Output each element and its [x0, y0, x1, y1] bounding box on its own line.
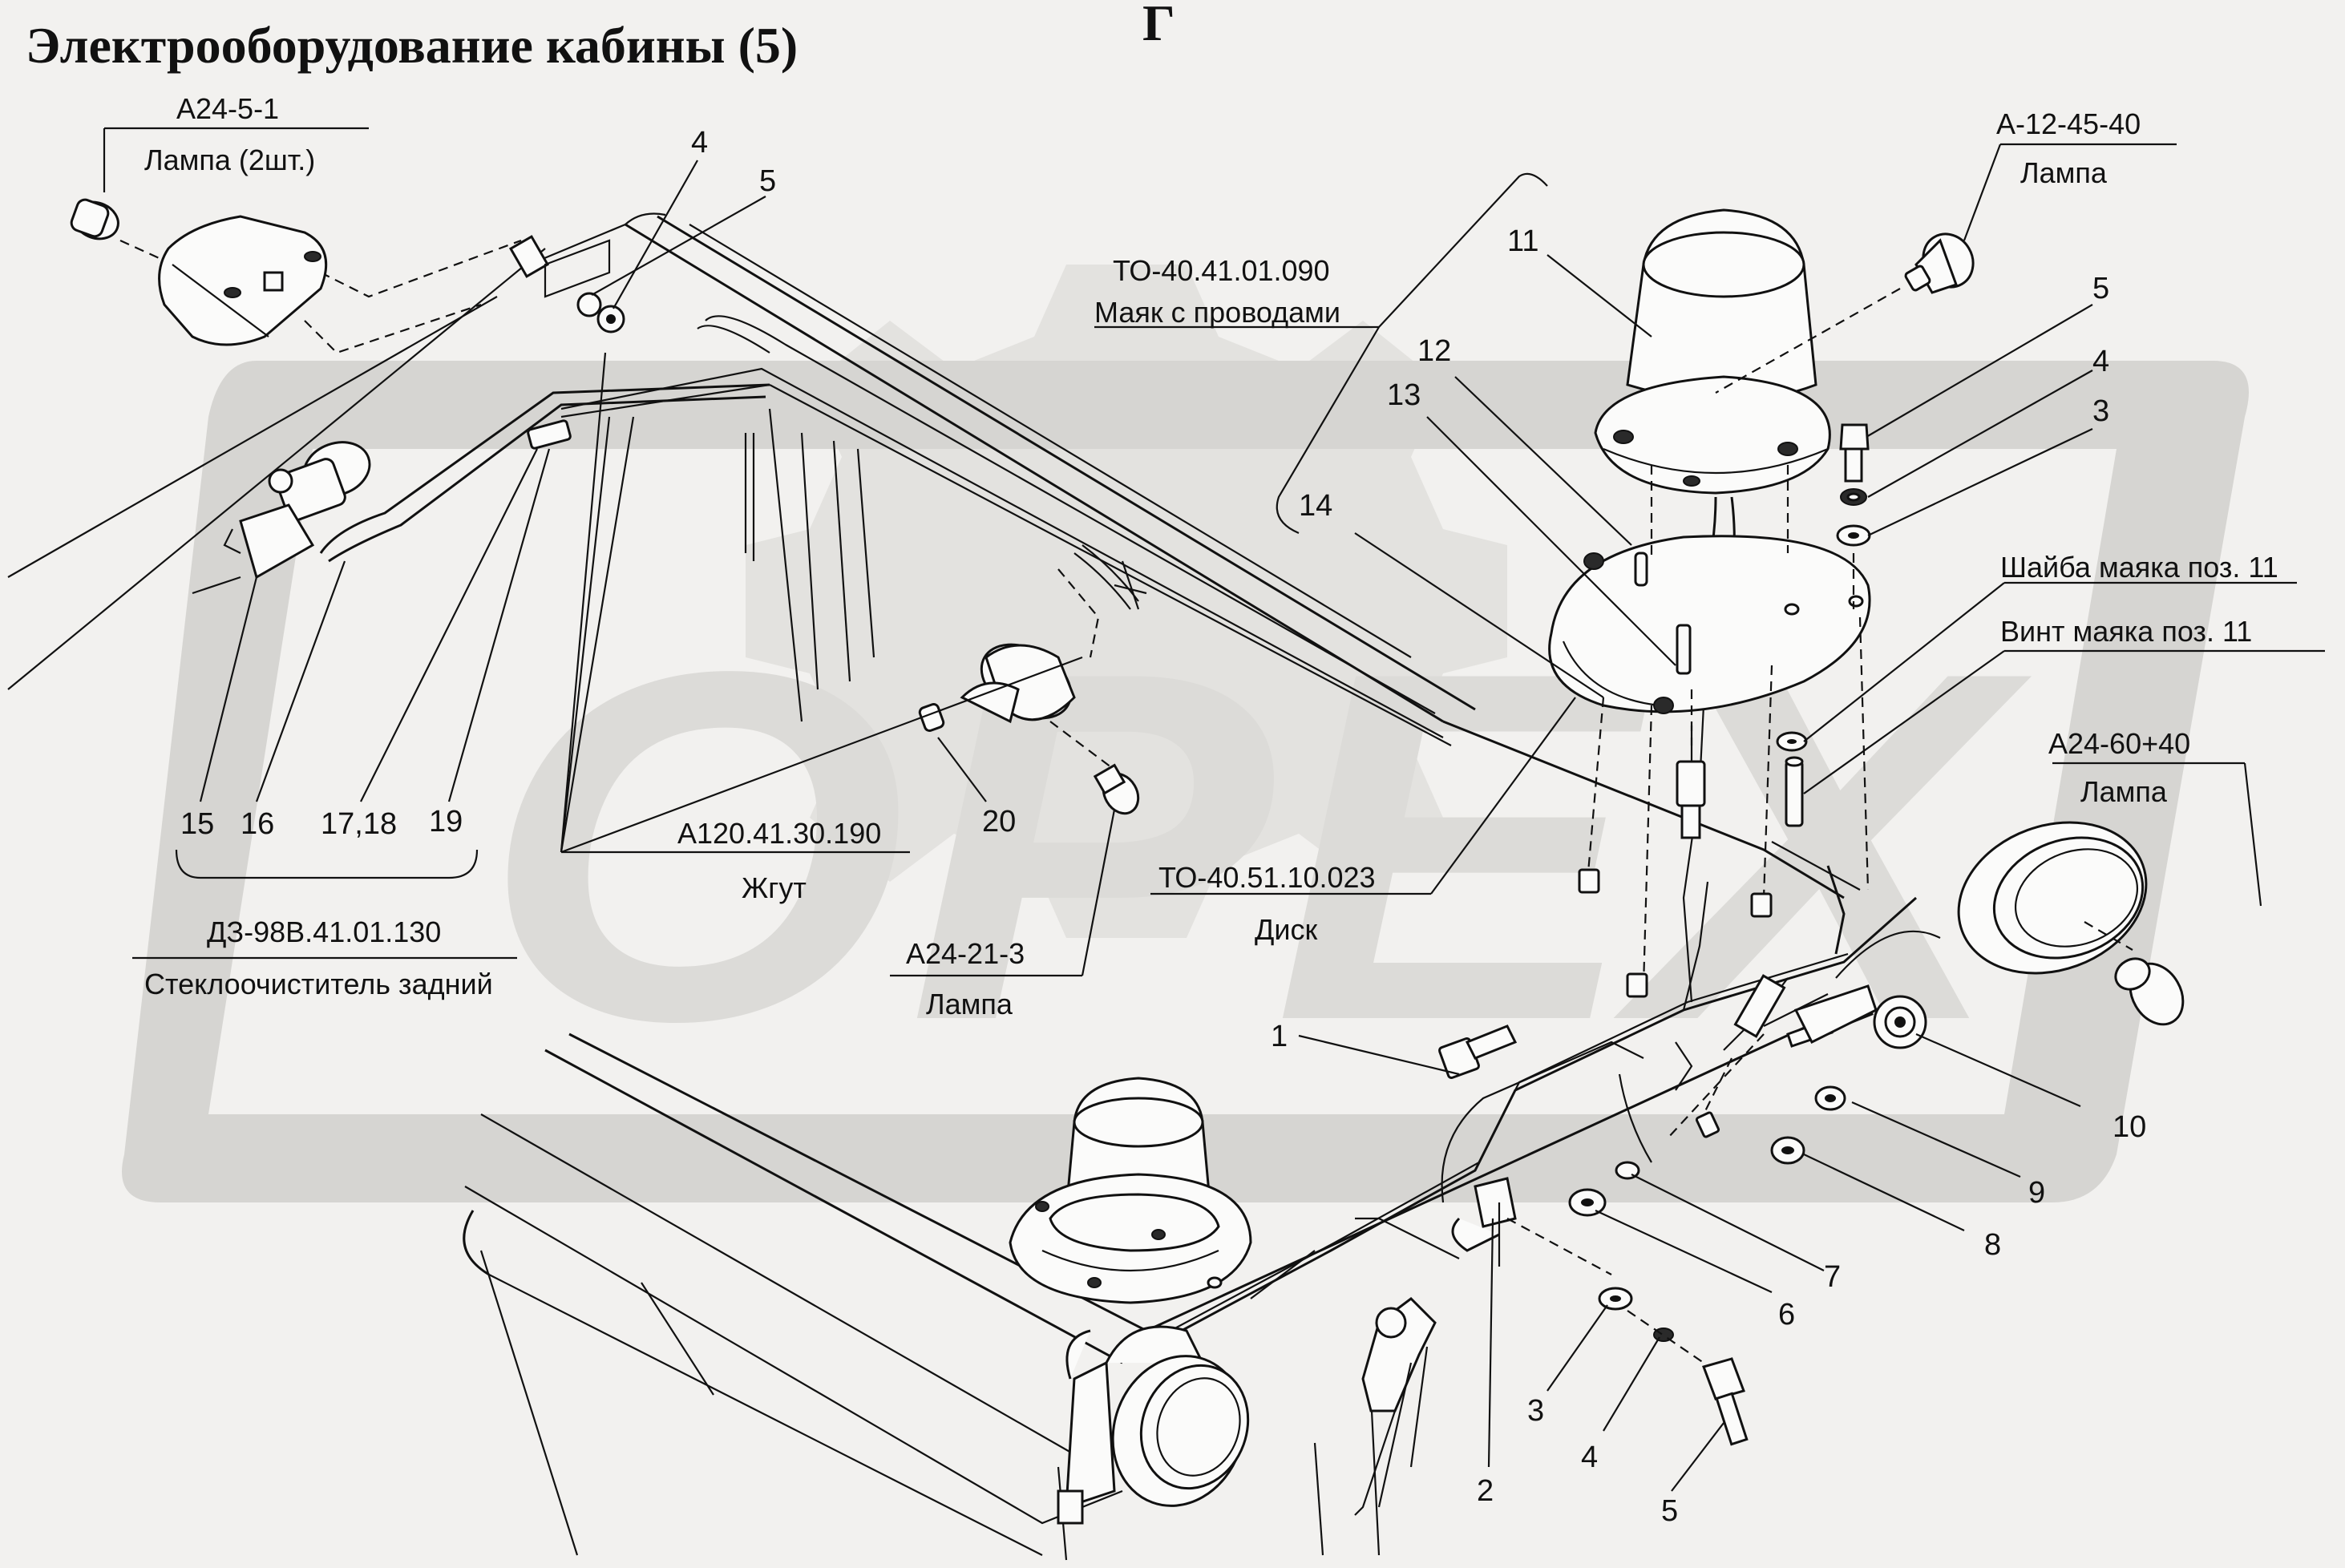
wiper-motor — [192, 441, 371, 595]
pos-11: 11 — [1507, 224, 1538, 258]
view-letter: Г — [1142, 0, 1175, 51]
pos-15: 15 — [180, 807, 214, 841]
position-numbers: 4 5 11 12 13 14 5 4 3 15 16 17,18 19 20 … — [180, 126, 2146, 1528]
marker-lamp — [918, 568, 1140, 815]
label-harness-code: А120.41.30.190 — [677, 817, 881, 850]
work-headlamp — [1667, 821, 2185, 1165]
pos-17-18: 17,18 — [321, 807, 397, 841]
pos-14: 14 — [1299, 489, 1332, 523]
label-headlamp-name: Лампа — [2080, 775, 2168, 808]
pos-4-bottom: 4 — [1581, 1441, 1598, 1474]
pos-4-right: 4 — [2092, 345, 2109, 378]
beacon-lower — [1009, 1077, 1252, 1304]
label-beacon-wires-name: Маяк с проводами — [1094, 296, 1340, 329]
label-disk-code: ТО-40.51.10.023 — [1158, 861, 1376, 894]
label-beacon-wires-code: ТО-40.41.01.090 — [1113, 254, 1330, 287]
pos-7: 7 — [1824, 1260, 1841, 1294]
pos-5-right: 5 — [2092, 272, 2109, 305]
label-small-lamp-name: Лампа — [926, 988, 1013, 1020]
label-harness-name: Жгут — [742, 871, 807, 904]
pos-3-bottom: 3 — [1527, 1394, 1544, 1428]
pos-8: 8 — [1984, 1228, 2001, 1262]
pos-13: 13 — [1387, 378, 1421, 412]
label-wiper-name: Стеклоочиститель задний — [144, 968, 493, 1000]
pos-6: 6 — [1778, 1298, 1795, 1332]
lower-headlamp — [1057, 1325, 1250, 1525]
label-beacon-washer: Шайба маяка поз. 11 — [2000, 551, 2278, 584]
pos-10: 10 — [2113, 1110, 2146, 1144]
cabin-roof — [7, 212, 1861, 1561]
label-lamp-2pcs-code: А24-5-1 — [176, 92, 279, 125]
label-wiper-code: ДЗ-98В.41.01.130 — [207, 915, 441, 948]
top-connectors — [508, 235, 625, 450]
plafond-lamp — [70, 198, 522, 354]
label-headlamp-code: А24-60+40 — [2048, 727, 2190, 760]
pos-19: 19 — [429, 805, 463, 839]
label-disk-name: Диск — [1255, 913, 1317, 946]
leader-lines — [103, 127, 2325, 1492]
harness-wires — [319, 315, 1941, 1364]
pos-1: 1 — [1271, 1020, 1288, 1053]
beacon-upper — [1548, 208, 1975, 998]
page-title: Электрооборудование кабины (5) — [26, 17, 798, 74]
lower-hardware — [1354, 1024, 1749, 1516]
pos-3-right: 3 — [2092, 394, 2109, 428]
pos-2: 2 — [1477, 1474, 1494, 1508]
label-lamp-2pcs-name: Лампа (2шт.) — [144, 143, 315, 176]
pos-5-top: 5 — [759, 164, 776, 198]
pos-20: 20 — [982, 805, 1016, 839]
watermark-logo: OPEX — [122, 265, 2249, 1202]
pos-5-bottom: 5 — [1661, 1494, 1678, 1528]
pos-16: 16 — [241, 807, 274, 841]
label-beacon-lamp-code: А-12-45-40 — [1996, 107, 2141, 140]
pos-4-top: 4 — [691, 126, 708, 160]
label-small-lamp-code: А24-21-3 — [906, 937, 1025, 970]
pos-9: 9 — [2028, 1176, 2045, 1210]
callout-labels: А24-5-1 Лампа (2шт.) А-12-45-40 Лампа ТО… — [144, 92, 2278, 1020]
label-beacon-lamp-name: Лампа — [2020, 156, 2108, 189]
pos-12: 12 — [1417, 334, 1451, 368]
label-beacon-screw: Винт маяка поз. 11 — [2000, 615, 2252, 648]
